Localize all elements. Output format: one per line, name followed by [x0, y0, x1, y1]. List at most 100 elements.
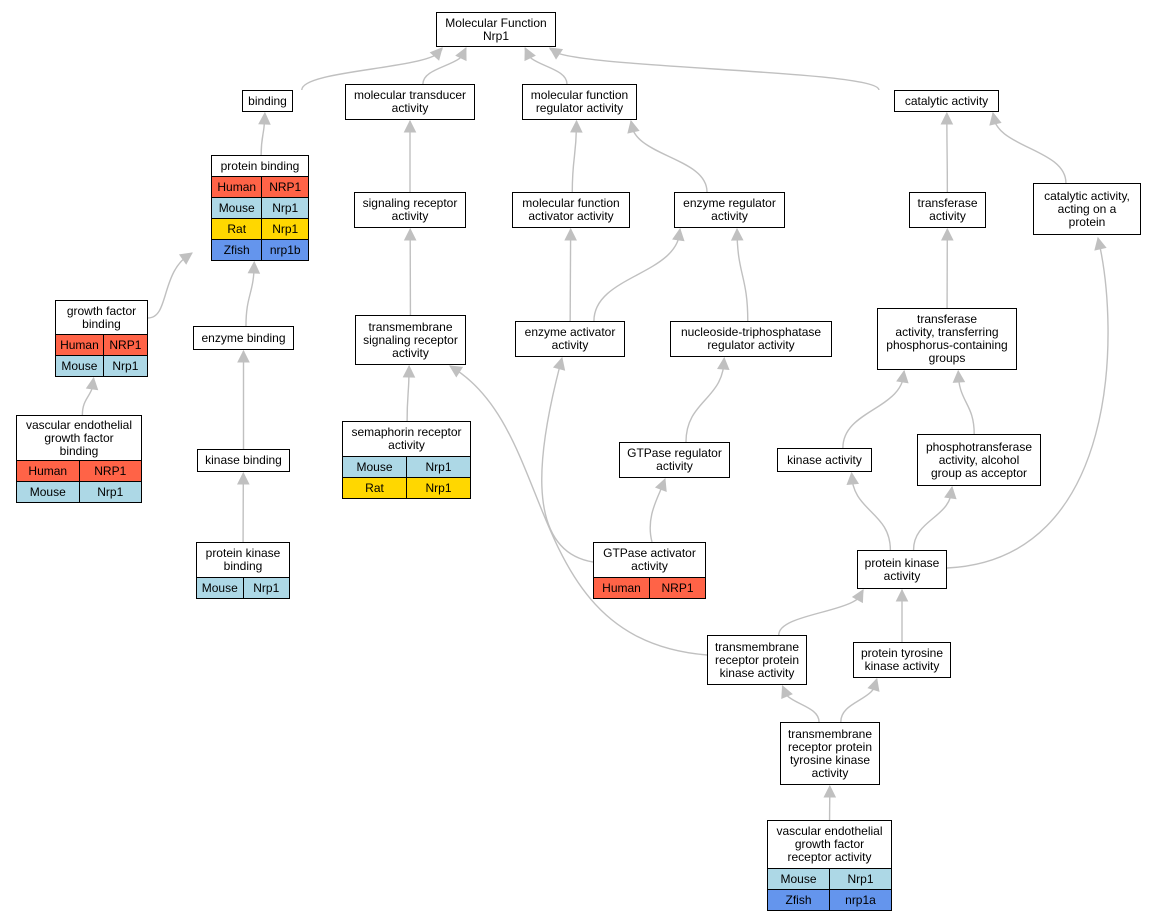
arrowhead-catalytic-to-mf — [549, 47, 564, 60]
gene-symbol-cell[interactable]: NRP1 — [261, 176, 308, 198]
go-term-label-line: protein binding — [220, 158, 300, 173]
go-term-label-line: activity — [711, 209, 748, 223]
gene-symbol-cell[interactable]: nrp1b — [261, 239, 308, 260]
go-term-label-line: vascular endothelial — [25, 417, 133, 432]
go-term-label-line: enzyme binding — [201, 330, 286, 345]
species-cell: Mouse — [343, 456, 407, 478]
gene-symbol-cell[interactable]: Nrp1 — [103, 355, 147, 376]
go-term-node-binding[interactable]: binding — [242, 90, 293, 112]
go-term-label-line: GTPase regulator — [627, 446, 722, 460]
gene-symbol-cell[interactable]: nrp1a — [829, 889, 891, 910]
arrowhead-protbind-to-binding — [258, 111, 271, 125]
go-term-label-line: activity, transferring — [895, 325, 999, 339]
go-term-label-line: molecular function — [530, 88, 629, 102]
species-cell: Human — [594, 577, 650, 598]
species-cell: Human — [56, 334, 104, 356]
arrowhead-enzact-to-mfact — [564, 227, 577, 241]
go-term-label-line: transferase — [917, 196, 978, 210]
arrowhead-gtpreg-to-ntpreg — [717, 356, 730, 370]
go-term-label-line: activity — [391, 101, 429, 115]
gene-symbol-cell[interactable]: NRP1 — [79, 460, 141, 482]
go-term-label-line: group as acceptor — [930, 465, 1028, 480]
species-cell: Zfish — [768, 889, 830, 910]
gene-symbol-cell[interactable]: Nrp1 — [261, 218, 308, 240]
species-cell: Mouse — [768, 868, 830, 890]
gene-symbol-cell[interactable]: Nrp1 — [829, 868, 891, 890]
go-term-label-line: phosphorus-containing — [886, 338, 1008, 352]
arrowhead-vegfbind-to-gfbind — [85, 376, 99, 391]
gene-symbol-cell[interactable]: Nrp1 — [79, 481, 141, 502]
go-term-node-kinbind[interactable]: kinase binding — [197, 449, 290, 472]
species-cell: Rat — [212, 218, 263, 240]
arrowhead-tmrpk-to-protkin — [851, 589, 864, 604]
species-cell: Mouse — [17, 481, 80, 502]
go-term-node-enzbind[interactable]: enzyme binding — [193, 326, 294, 350]
go-term-label-line: kinase activity — [787, 452, 862, 467]
go-term-label-line: activity — [391, 209, 429, 223]
edge-tmrpk-to-tmsig — [449, 365, 708, 656]
go-term-label-line: Molecular Function — [445, 15, 547, 30]
edge-catprot-to-catalytic — [992, 112, 1067, 184]
gene-symbol-cell[interactable]: NRP1 — [103, 334, 147, 356]
edge-transferase-to-catalytic — [946, 112, 949, 193]
go-term-node-catalytic[interactable]: catalytic activity — [894, 90, 999, 112]
go-term-label: binding — [243, 91, 292, 111]
gene-symbol-cell[interactable]: Nrp1 — [406, 477, 470, 498]
arrowhead-mfreg-to-mf — [524, 46, 536, 62]
go-term-label-line: acting on a — [1057, 201, 1117, 216]
go-term-label-line: nucleoside-triphosphatase — [680, 325, 822, 339]
go-term-label-line: activator activity — [528, 209, 614, 223]
edge-enzact-to-enzreg — [593, 228, 681, 322]
gene-symbol-cell[interactable]: Nrp1 — [261, 197, 308, 219]
edge-gtpact-to-enzact — [541, 357, 594, 563]
go-term-node-kinact[interactable]: kinase activity — [777, 448, 872, 472]
gene-symbol-cell[interactable]: Nrp1 — [406, 456, 470, 478]
gene-symbol-cell[interactable]: Nrp1 — [243, 577, 289, 598]
gene-symbol-cell[interactable]: NRP1 — [649, 577, 705, 598]
arrowhead-tmsig-to-sigrec — [403, 227, 417, 241]
go-term-label-line: protein kinase — [864, 555, 940, 570]
go-term-label-line: protein — [1068, 214, 1106, 229]
go-term-label-line: receptor protein — [714, 652, 800, 667]
go-term-label-line: Nrp1 — [482, 28, 509, 43]
go-term-label: enzyme binding — [194, 327, 293, 349]
go-term-label-line: molecular transducer — [353, 88, 467, 102]
go-term-label-line: binding — [59, 443, 99, 458]
go-term-label-line: activity — [388, 438, 425, 452]
